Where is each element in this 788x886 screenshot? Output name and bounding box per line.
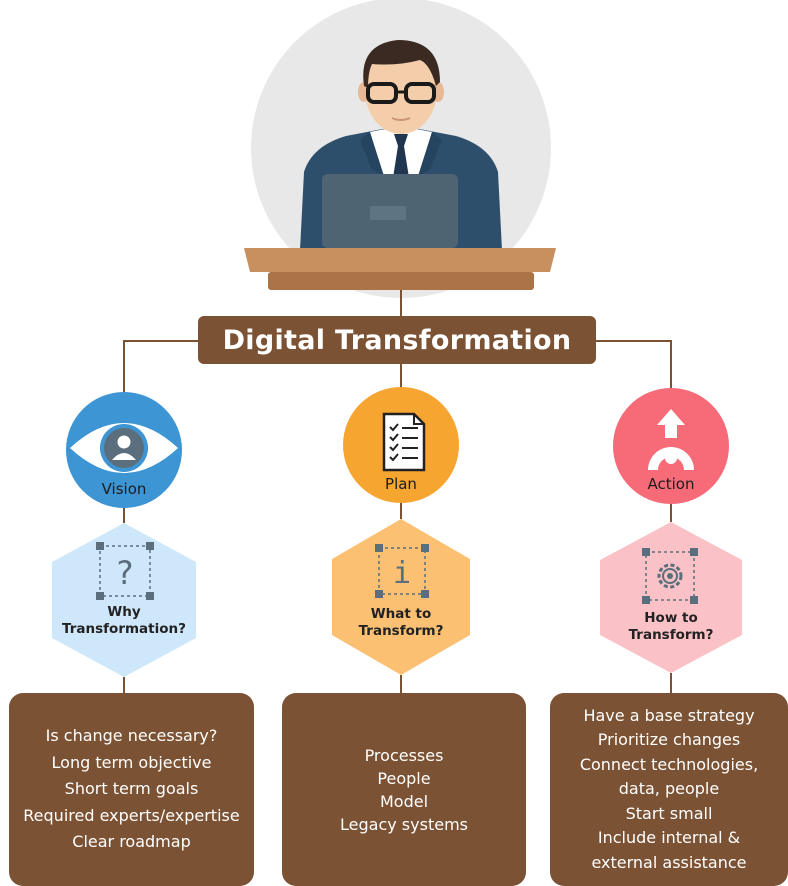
podium <box>244 248 556 272</box>
what-hexagon <box>332 519 470 675</box>
what-to-transform-label: What to Transform? <box>321 606 481 640</box>
diagram-title: Digital Transformation <box>198 316 596 364</box>
presenter-illustration <box>244 40 556 290</box>
detail-line: People <box>377 768 431 788</box>
detail-line: Legacy systems <box>340 814 468 834</box>
hex-label-line: What to <box>370 606 432 622</box>
hex-label-line: Transform? <box>358 622 444 639</box>
what-details-box: Processes People Model Legacy systems <box>282 693 526 886</box>
detail-line: Include internal & <box>597 828 741 848</box>
detail-line: Start small <box>625 803 713 823</box>
hex-label-line: How to <box>644 610 698 626</box>
how-to-transform-label: How to Transform? <box>591 610 751 644</box>
question-mark-icon: ? <box>96 542 154 600</box>
why-hexagon <box>52 523 196 677</box>
detail-line: Required experts/expertise <box>23 805 240 825</box>
detail-line: Have a base strategy <box>583 705 755 725</box>
plan-node <box>343 387 459 503</box>
checklist-document-icon <box>382 412 426 472</box>
action-node <box>613 388 729 504</box>
why-transformation-label: Why Transformation? <box>44 604 204 638</box>
hex-label-line: Transformation? <box>62 620 186 637</box>
info-icon: i <box>375 544 429 598</box>
how-details-box: Have a base strategy Prioritize changes … <box>550 693 788 886</box>
gear-icon <box>642 548 698 604</box>
detail-line: Is change necessary? <box>45 726 218 746</box>
svg-text:?: ? <box>117 554 134 592</box>
how-hexagon <box>600 522 742 673</box>
svg-text:i: i <box>393 556 411 591</box>
vision-node <box>66 392 182 508</box>
detail-line: Prioritize changes <box>597 730 741 750</box>
launch-arrow-icon <box>648 409 694 470</box>
detail-line: Connect technologies, <box>579 754 759 774</box>
why-details-box: Is change necessary? Long term objective… <box>9 693 254 886</box>
detail-line: data, people <box>618 779 720 799</box>
detail-line: external assistance <box>591 852 747 872</box>
detail-line: Short term goals <box>64 779 199 799</box>
hex-label-line: Why <box>107 604 141 620</box>
vision-label: Vision <box>101 480 147 498</box>
detail-line: Clear roadmap <box>72 832 191 852</box>
detail-line: Long term objective <box>51 752 212 772</box>
plan-label: Plan <box>385 475 417 493</box>
hex-label-line: Transform? <box>628 626 714 643</box>
action-label: Action <box>647 475 695 493</box>
detail-line: Processes <box>364 745 444 765</box>
eye-icon <box>70 423 178 473</box>
detail-line: Model <box>379 791 429 811</box>
